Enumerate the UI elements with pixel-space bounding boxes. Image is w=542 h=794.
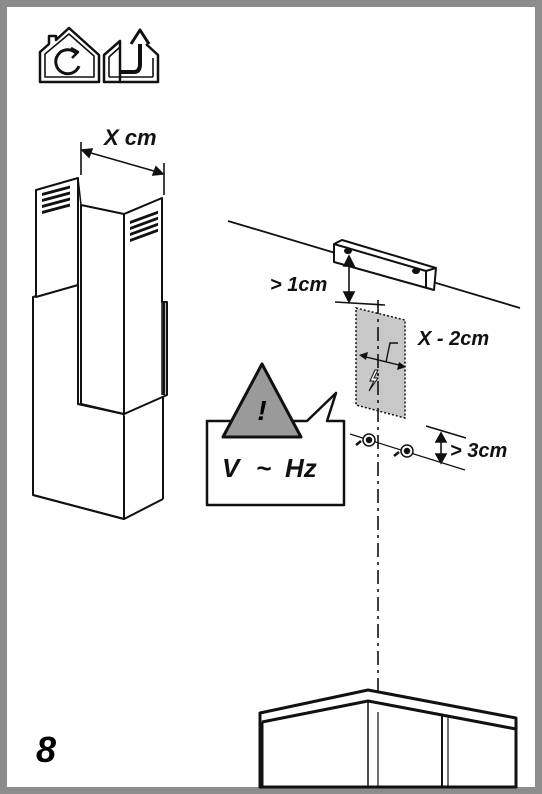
top-clearance-dimension xyxy=(334,254,386,306)
screw-clearance-dimension xyxy=(425,425,467,465)
voltage-label: V xyxy=(222,453,242,483)
page-number: 8 xyxy=(36,729,56,770)
chimney-cover xyxy=(32,177,168,520)
socket-area xyxy=(355,307,406,419)
ceiling-bracket xyxy=(333,239,437,291)
chimney-vent-right xyxy=(130,210,158,242)
electric-bolt-icon xyxy=(368,369,379,392)
wall-screws xyxy=(349,433,466,471)
screw-clearance-label: > 3cm xyxy=(450,440,507,462)
warning-symbol: ! xyxy=(257,395,266,426)
socket-width-label: X - 2cm xyxy=(417,328,489,350)
tilde-symbol: ~ xyxy=(256,453,271,483)
chimney-vent-left xyxy=(42,185,70,214)
chimney-width-dimension xyxy=(80,142,165,195)
warning-triangle-icon xyxy=(221,362,303,439)
recirculation-mode-icon xyxy=(38,26,101,84)
chimney-width-label: X cm xyxy=(102,125,157,150)
extraction-mode-icon xyxy=(102,28,160,84)
frequency-label: Hz xyxy=(285,453,317,483)
top-clearance-label: > 1cm xyxy=(270,274,327,296)
kitchen-hood-top xyxy=(258,688,518,789)
